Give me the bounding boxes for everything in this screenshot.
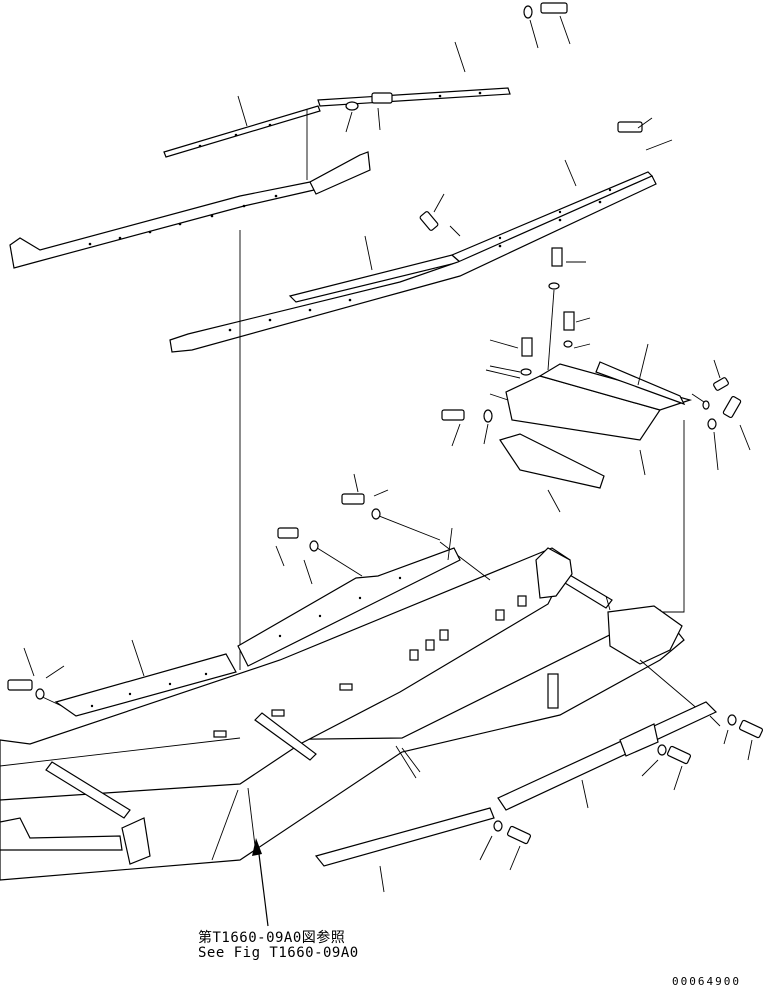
bolt-right-upper <box>564 117 673 187</box>
drawing-number: 00064900 <box>672 975 741 988</box>
reference-note-japanese: 第T1660-09A0図参照 <box>198 930 346 946</box>
bottom-covers <box>314 701 764 893</box>
middle-strip <box>288 171 654 303</box>
bolt-middle-left <box>364 193 461 271</box>
guard-assembly <box>441 247 751 613</box>
lower-left-cover <box>169 175 657 353</box>
reference-note-english: See Fig T1660-09A0 <box>198 945 359 961</box>
bolt-top-right <box>454 2 571 73</box>
top-upper-strip <box>163 87 511 158</box>
bolt-top-middle <box>237 92 393 133</box>
top-lower-cover <box>9 109 371 269</box>
frame-side-covers <box>7 473 461 717</box>
track-frame <box>0 230 721 881</box>
reference-arrow <box>252 838 269 927</box>
